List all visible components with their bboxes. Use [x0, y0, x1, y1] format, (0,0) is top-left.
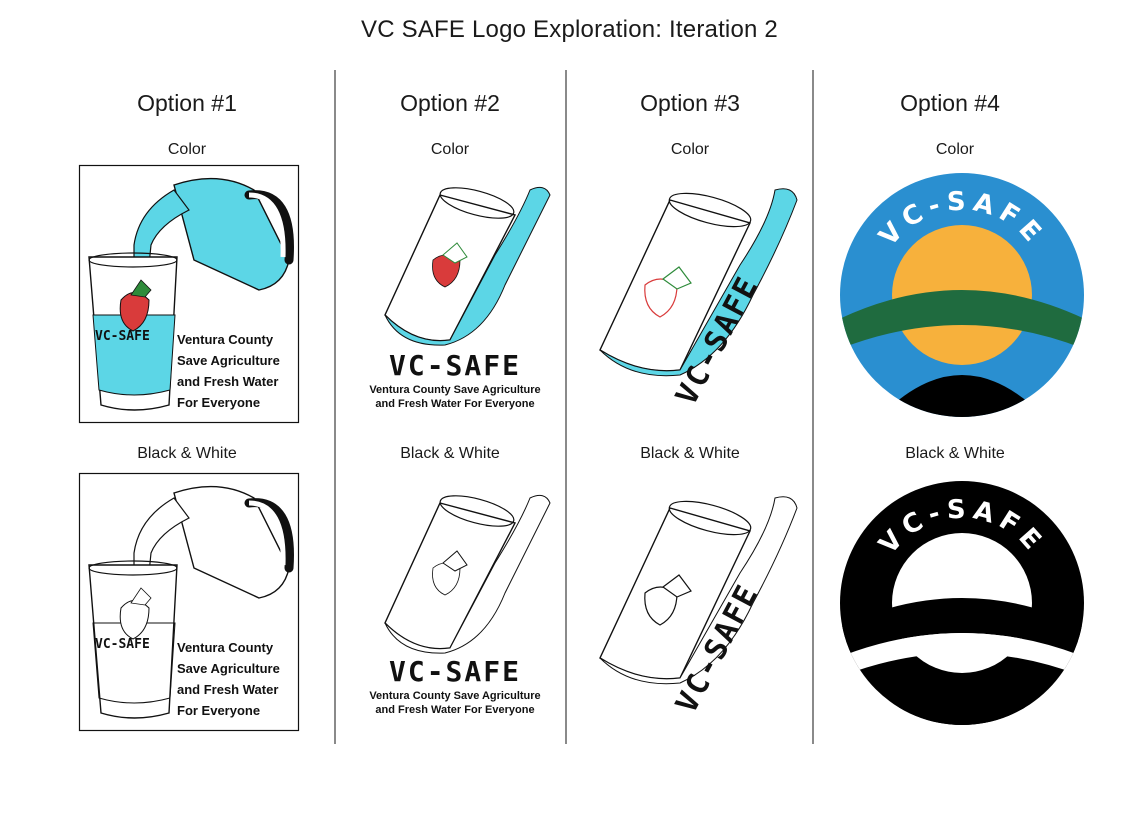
- option-2-bw-logo: VC-SAFE Ventura County Save Agriculture …: [369, 494, 551, 716]
- option-2-tagline-1: Ventura County Save Agriculture: [369, 384, 540, 396]
- option-1-bw-tagline-2: Save Agriculture: [177, 661, 280, 676]
- option-1-bw-label: Black & White: [137, 445, 237, 462]
- option-4-color-label: Color: [935, 141, 975, 158]
- glass-water: [384, 186, 551, 346]
- option-4-bw-label: Black & White: [905, 445, 1005, 462]
- option-3-color-logo: VC-SAFE: [599, 188, 798, 411]
- option-4-color-logo: VC-SAFE: [840, 173, 1084, 417]
- option-2-bw-tagline-1: Ventura County Save Agriculture: [369, 690, 540, 702]
- option-2-bw-tagline-2: and Fresh Water For Everyone: [375, 704, 534, 716]
- option-2-heading: Option #2: [400, 90, 500, 116]
- option-1-bw-brand: VC-SAFE: [95, 637, 150, 652]
- pitcher-body: [173, 177, 290, 291]
- black-ground: [877, 375, 1047, 417]
- option-3-bw-logo: VC-SAFE: [599, 496, 798, 719]
- option-1-bw-tagline-4: For Everyone: [177, 703, 260, 718]
- option-2-bw-brand: VC-SAFE: [389, 655, 521, 688]
- column-divider-2: [565, 70, 567, 744]
- column-divider-3: [812, 70, 814, 744]
- option-1-tagline-2: Save Agriculture: [177, 353, 280, 368]
- option-1-tagline-3: and Fresh Water: [177, 374, 278, 389]
- green-hill: [840, 290, 1084, 350]
- option-2-tagline-2: and Fresh Water For Everyone: [375, 398, 534, 410]
- option-3-heading: Option #3: [640, 90, 740, 116]
- option-1-bw-tagline-1: Ventura County: [177, 640, 274, 655]
- option-3-color-label: Color: [670, 141, 710, 158]
- column-divider-1: [334, 70, 336, 744]
- option-4-bw-logo: VC-SAFE: [840, 481, 1084, 725]
- option-2-brand: VC-SAFE: [389, 349, 521, 382]
- option-1-bw-tagline-3: and Fresh Water: [177, 682, 278, 697]
- page-title: VC SAFE Logo Exploration: Iteration 2: [361, 16, 778, 43]
- option-1-color-logo: VC-SAFE Ventura County Save Agriculture …: [78, 164, 300, 424]
- strawberry: [644, 278, 678, 318]
- glass-water: [92, 314, 176, 396]
- option-1-tagline-1: Ventura County: [177, 332, 274, 347]
- option-4-heading: Option #4: [900, 90, 1000, 116]
- option-2-bw-label: Black & White: [400, 445, 500, 462]
- option-1-heading: Option #1: [137, 90, 237, 116]
- option-2-color-logo: VC-SAFE Ventura County Save Agriculture …: [369, 186, 551, 410]
- pouring-water: [133, 189, 190, 266]
- option-1-brand: VC-SAFE: [95, 329, 150, 344]
- option-1-tagline-4: For Everyone: [177, 395, 260, 410]
- option-1-color-label: Color: [167, 141, 207, 158]
- option-1-bw-logo: VC-SAFE Ventura County Save Agriculture …: [78, 472, 300, 732]
- option-3-bw-label: Black & White: [640, 445, 740, 462]
- glass-water: [599, 188, 798, 377]
- option-2-color-label: Color: [430, 141, 470, 158]
